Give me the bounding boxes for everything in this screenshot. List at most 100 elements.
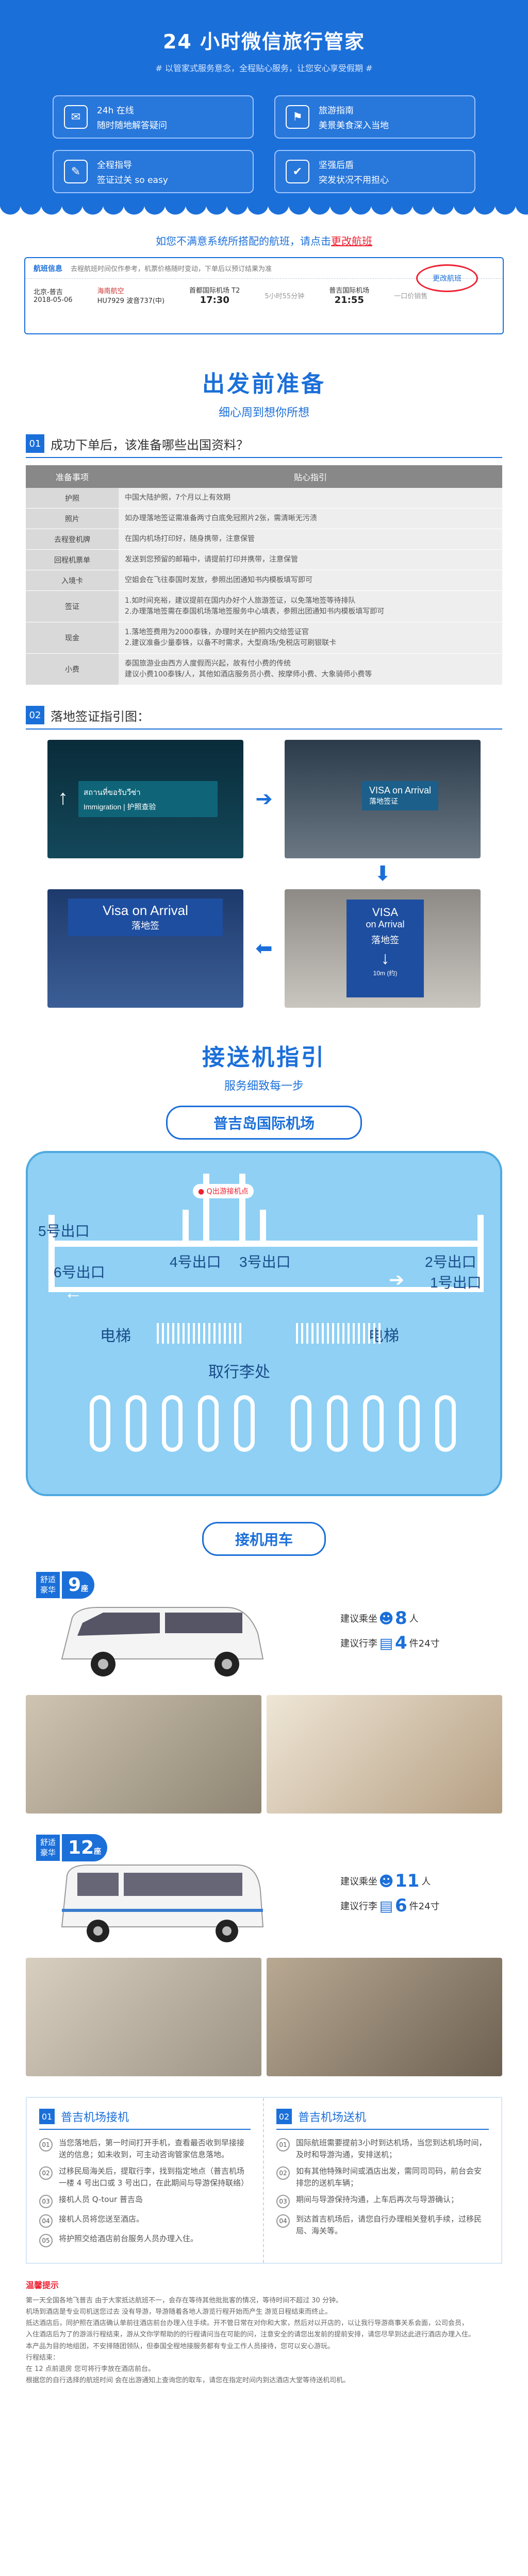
exit-label: 5号出口 [38, 1223, 90, 1239]
photo-immigration-sign: สถานที่ขอรับวีซ่า Immigration | 护照查验 ↑ [47, 740, 243, 858]
feature-card-visa: ✎ 全程指导 签证过关 so easy [53, 150, 254, 193]
change-flight-button[interactable]: 更改航班 [416, 264, 478, 292]
sign-english-text: VISA on Arrival [369, 785, 432, 795]
baggage-belt [90, 1395, 110, 1452]
flight-details: 北京-普吉 2018-05-06 海南航空 HU7929 波音737(中) 首都… [25, 279, 503, 312]
step-text: 落地签证指引图： [51, 709, 150, 724]
photo-visa-sign-hall: VISA on Arrival 落地签证 [285, 740, 481, 858]
list-item-text: 当您落地后，第一时间打开手机，查看最否收到早接接送的信息；如未收到，可主动咨询管… [59, 2138, 245, 2159]
page: 24 小时微信旅行管家 # 以管家式服务意念，全程贴心服务，让您安心享受假期 #… [0, 0, 528, 2384]
prep-table: 准备事项 贴心指引 护照中国大陆护照，7个月以上有效期照片如办理落地签证需准备两… [26, 465, 502, 685]
list-item-text: 期间与导游保持沟通，上车后再次与导游确认； [296, 2195, 459, 2204]
step-heading-02: 02 落地签证指引图： [26, 706, 502, 730]
van-illustration [61, 1607, 264, 1676]
person-icon: ☻ [378, 1609, 394, 1627]
exit-label: 1号出口 [430, 1275, 482, 1291]
change-flight-link[interactable]: 更改航班 [331, 235, 372, 247]
table-row: 回程机票单发送到您预留的邮箱中，请提前打印并携带，注意保管 [26, 549, 502, 570]
arrow-right-icon: ➔ [255, 787, 273, 811]
table-row: 入境卡空姐会在飞往泰国时发放，参照出团通知书内模板填写即可 [26, 570, 502, 591]
tip-line: 在 12 点前退房 您可将行李放在酒店前台。 [26, 2365, 155, 2373]
table-cell-guide: 泰国旅游业由西方人度假而兴起，故有付小费的传统 建议小费100泰铢/人，其他如酒… [119, 653, 502, 685]
baggage-belt [327, 1395, 348, 1452]
step-circle-icon: 02 [276, 2166, 290, 2180]
arrow-left-icon: ⬅ [255, 937, 273, 960]
photo-visa-board: VISA on Arrival 落地签 ↓ 10m (约) [285, 889, 481, 1008]
table-cell-guide: 中国大陆护照，7个月以上有效期 [119, 488, 502, 509]
elevator-label: 电梯 [100, 1327, 131, 1345]
arrow-right-icon: ➔ [389, 1269, 405, 1290]
list-item-text: 国际航班需要提前3小时到达机场，当您到达机场时间，及时和导游沟通，安排送机； [296, 2138, 487, 2159]
sign-distance: 10m (约) [373, 970, 398, 977]
flight-note: 去程航班时间仅作参考，机票价格随时变动，下单后以预订结果为准 [71, 265, 272, 273]
step-circle-icon: 03 [39, 2195, 53, 2208]
sign-chinese-text: 落地签 [131, 921, 159, 931]
sign-chinese-text: 落地签证 [369, 797, 398, 805]
airport-section-title: 接送机指引 [202, 1044, 326, 1071]
arrow-down-icon: ↓ [381, 948, 390, 968]
arrival-time: 21:55 [334, 295, 364, 306]
baggage-claim-label: 取行李处 [208, 1363, 270, 1381]
prep-section-title: 出发前准备 [202, 371, 326, 397]
feature-title: 坚强后盾 [319, 160, 354, 171]
table-cell-guide: 空姐会在飞往泰国时发放，参照出团通知书内模板填写即可 [119, 570, 502, 591]
map-icon: ⚑ [286, 105, 309, 129]
flight-card-header: 航班信息 去程航班时间仅作参考，机票价格随时变动，下单后以预订结果为准 [25, 258, 503, 279]
flight-date: 2018-05-06 [34, 296, 73, 304]
tip-line: 本产品为目的地组团，不安排随团领队，但泰国全程地接服务都有专业工作人员接待，您可… [26, 2342, 335, 2350]
feature-card-guide: ⚑ 旅游指南 美景美食深入当地 [274, 95, 475, 139]
interior-photos [26, 1958, 502, 2076]
exit-label: 2号出口 [425, 1254, 476, 1270]
flight-change-notice: 如您不满意系统所搭配的航班，请点击更改航班 [0, 233, 528, 248]
feature-title: 旅游指南 [319, 106, 354, 116]
feature-grid: ✉ 24h 在线 随时随地解答疑问 ⚑ 旅游指南 美景美食深入当地 ✎ 全程指导… [53, 95, 475, 193]
notice-text: 如您不满意系统所搭配的航班，请点击 [156, 235, 331, 247]
luggage-icon: ▤ [379, 1897, 393, 1914]
document-icon: ✎ [64, 160, 88, 183]
feature-desc: 突发状况不用担心 [319, 175, 389, 185]
baggage-belt [291, 1395, 311, 1452]
sign-chinese-text: 落地签 [371, 935, 399, 945]
table-cell-item: 小费 [26, 653, 119, 685]
tip-line: 机场到酒店是专业司机送您过去 没有导游，导游随着各地人游览行程开始而产生 游览日… [26, 2308, 332, 2316]
section-title: 普吉机场送机 [298, 2111, 367, 2124]
arrow-left-icon: ← [64, 1282, 82, 1303]
table-cell-guide: 发送到您预留的邮箱中，请提前打印并携带，注意保管 [119, 549, 502, 570]
interior-photo [26, 1695, 261, 1814]
step-circle-icon: 04 [276, 2214, 290, 2228]
airline-name: 海南航空 [97, 287, 124, 295]
tip-line: 行程结束： [26, 2353, 60, 2362]
departure-airport: 首都国际机场 T2 [189, 287, 240, 295]
baggage-belt [162, 1395, 183, 1452]
exit-label: 4号出口 [170, 1254, 221, 1270]
feature-card-support: ✔ 坚强后盾 突发状况不用担心 [274, 150, 475, 193]
interior-photo [26, 1958, 261, 2076]
hero-subtitle: # 以管家式服务意念，全程贴心服务，让您安心享受假期 # [155, 63, 373, 73]
van-image [41, 1587, 278, 1690]
feature-title: 24h 在线 [97, 106, 134, 116]
sign-english-text: VISA [372, 906, 399, 919]
interior-photo [267, 1958, 502, 2076]
baggage-belt [126, 1395, 146, 1452]
vehicle-seats: 12座 [62, 1834, 108, 1861]
airport-name-tag: 普吉岛国际机场 [166, 1106, 362, 1140]
escalator-right [296, 1323, 384, 1344]
shield-icon: ✔ [286, 160, 309, 183]
transfer-note: 一口价销售 [394, 292, 428, 300]
prep-section-subtitle: 细心周到想你所想 [218, 406, 309, 419]
table-cell-item: 照片 [26, 508, 119, 529]
tip-line: 抵达酒店后，同护照在酒店确认单前往酒店前台办理入住手续。开不管日常在对你和大家，… [26, 2319, 469, 2328]
flight-duration: 5小时55分钟 [265, 292, 305, 300]
table-cell-guide: 如办理落地签证需准备两寸白底免冠照片2张，需清晰无污渍 [119, 508, 502, 529]
baggage-belt [198, 1395, 219, 1452]
